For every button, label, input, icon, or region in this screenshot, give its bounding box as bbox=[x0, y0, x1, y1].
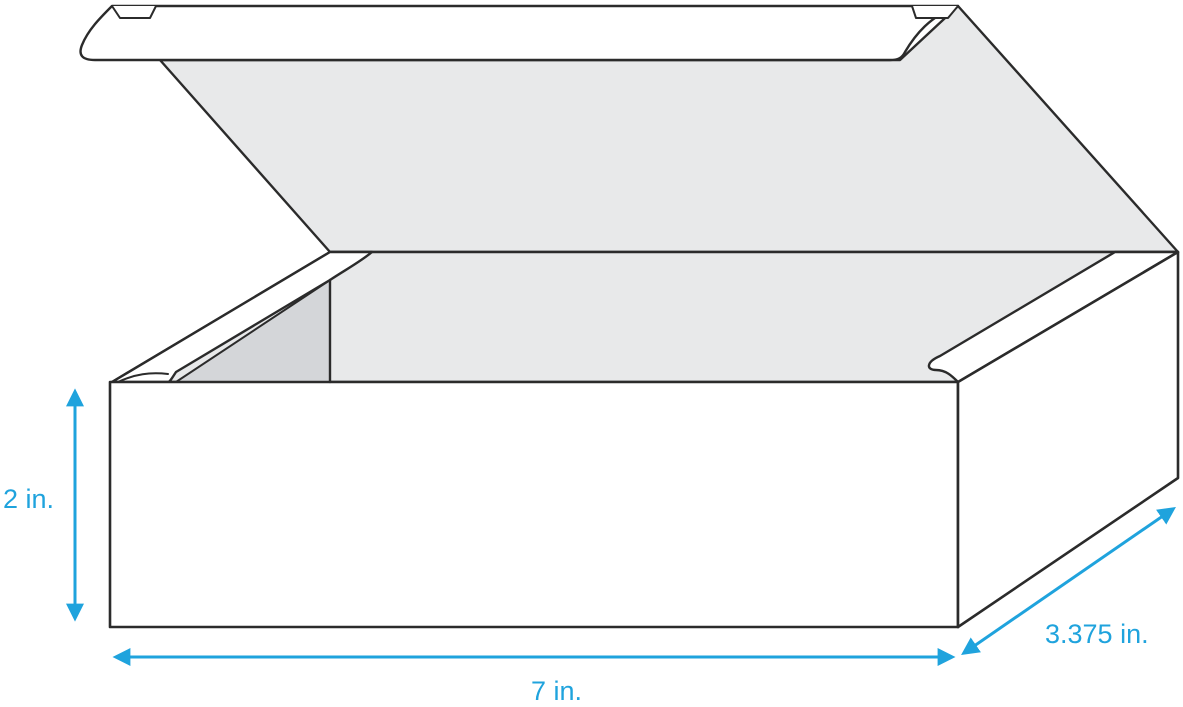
length-dimension-label: 7 in. bbox=[531, 676, 582, 706]
lid-flap-tab-right bbox=[911, 5, 959, 19]
length-dimension: 7 in. bbox=[112, 648, 956, 706]
box-drawing bbox=[79, 4, 1180, 629]
width-dimension: 3.375 in. bbox=[961, 506, 1176, 656]
width-dimension-label: 3.375 in. bbox=[1045, 619, 1149, 649]
height-dimension: 2 in. bbox=[3, 388, 84, 622]
right-rim bbox=[927, 250, 1180, 384]
box-front-face bbox=[108, 380, 960, 629]
width-dimension-arrow bbox=[961, 506, 1176, 656]
height-dimension-label: 2 in. bbox=[3, 484, 54, 514]
lid-flap-tab-left bbox=[111, 5, 157, 19]
lid-front-flap bbox=[79, 4, 960, 62]
left-rim-inner-edge bbox=[117, 372, 169, 383]
